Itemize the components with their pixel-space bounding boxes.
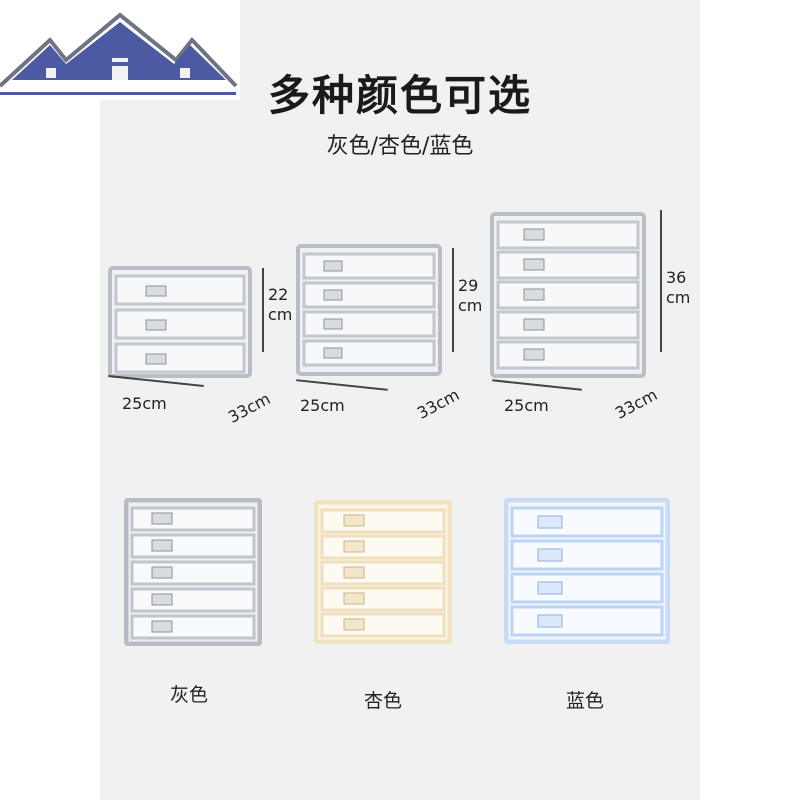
- drawer-unit-3-tier: [108, 266, 252, 378]
- drawer-unit-apricot: [314, 500, 452, 644]
- color-label-gray: 灰色: [170, 684, 209, 706]
- width-label-large: 25cm: [504, 396, 549, 415]
- width-label-small: 25cm: [122, 394, 167, 413]
- drawer-unit-4-tier: [296, 244, 442, 376]
- drawer-unit-5-tier: [490, 212, 646, 378]
- house-logo: [0, 0, 240, 100]
- height-value-medium: 29: [458, 276, 479, 295]
- page-title: 多种颜色可选: [267, 71, 532, 120]
- height-unit-small: cm: [268, 305, 293, 324]
- height-unit-large: cm: [666, 288, 691, 307]
- width-label-medium: 25cm: [300, 396, 345, 415]
- height-unit-medium: cm: [458, 296, 483, 315]
- color-options-subtitle: 灰色/杏色/蓝色: [326, 134, 474, 159]
- color-label-apricot: 杏色: [364, 690, 403, 712]
- drawer-unit-blue: [504, 498, 670, 644]
- product-panel: [100, 0, 700, 800]
- height-value-large: 36: [666, 268, 687, 287]
- height-value-small: 22: [268, 285, 289, 304]
- color-label-blue: 蓝色: [566, 690, 605, 712]
- drawer-unit-gray: [124, 498, 262, 646]
